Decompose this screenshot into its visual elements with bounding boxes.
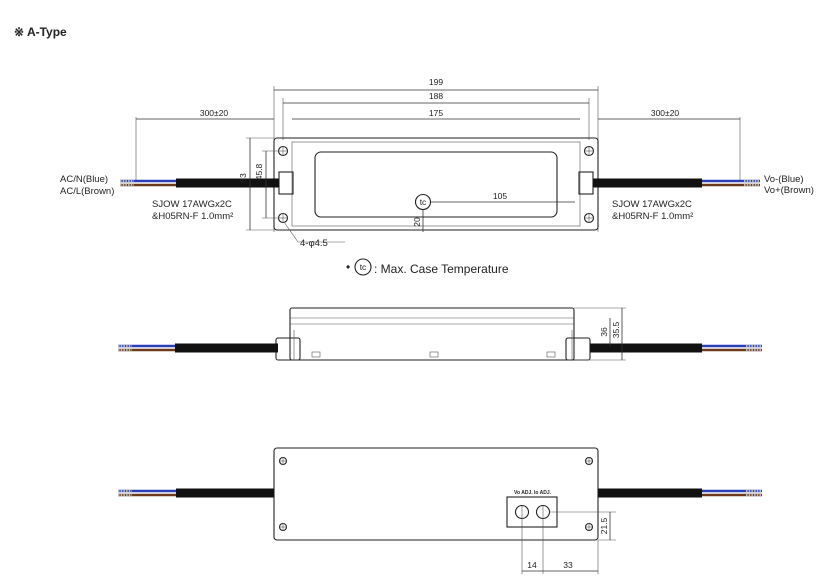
label-ac-n: AC/N(Blue) [60, 174, 108, 185]
tc-point-symbol: tc [420, 197, 427, 207]
tc-legend-icon [354, 258, 372, 276]
dim-36: 36 [599, 327, 609, 337]
label-ac-l: AC/L(Brown) [60, 186, 114, 197]
mount-hole-icon [277, 145, 595, 224]
side-housing [289, 307, 575, 361]
dim-63: 63 [238, 173, 248, 183]
label-area [314, 151, 558, 218]
top-view: 199 188 175 300±20 300±20 [60, 77, 814, 276]
dim-300-right: 300±20 [651, 108, 680, 118]
dim-35-5: 35.5 [611, 321, 621, 338]
cable-spec-left-2: &H05RN-F 1.0mm² [152, 211, 233, 222]
drawing-title: ※ A-Type [14, 25, 67, 39]
side-view: 36 35.5 [118, 307, 762, 361]
pot-vo-label: Vo ADJ. [514, 490, 533, 496]
tc-point-icon [414, 193, 432, 211]
cable-spec-right-2: &H05RN-F 1.0mm² [612, 211, 693, 222]
dim-33: 33 [563, 560, 573, 570]
holes-callout: 4-φ4.5 [300, 238, 328, 249]
dim-188: 188 [429, 91, 443, 101]
dim-20: 20 [412, 217, 422, 227]
bottom-view: Vo ADJ. Io ADJ. 21.5 14 33 [118, 447, 762, 574]
legend-text: : Max. Case Temperature [374, 262, 509, 276]
dim-175: 175 [429, 108, 443, 118]
pot-io-label: Io ADJ. [534, 490, 552, 496]
strain-relief-right [578, 171, 594, 195]
dim-21-5: 21.5 [599, 517, 609, 534]
dim-14: 14 [527, 560, 537, 570]
dim-45-8: 45.8 [254, 163, 264, 180]
legend-bullet: • [346, 260, 350, 274]
cable-spec-right-1: SJOW 17AWGx2C [612, 199, 692, 210]
label-vo-plus: Vo+(Brown) [764, 185, 814, 196]
label-vo-minus: Vo-(Blue) [764, 174, 804, 185]
bottom-mount-hole-icon [278, 456, 594, 532]
dim-199: 199 [429, 77, 443, 87]
dim-105: 105 [493, 191, 507, 201]
cable-spec-left-1: SJOW 17AWGx2C [152, 199, 232, 210]
tc-legend-symbol: tc [360, 262, 367, 272]
dim-300-left: 300±20 [200, 108, 229, 118]
strain-relief-left [278, 171, 294, 195]
